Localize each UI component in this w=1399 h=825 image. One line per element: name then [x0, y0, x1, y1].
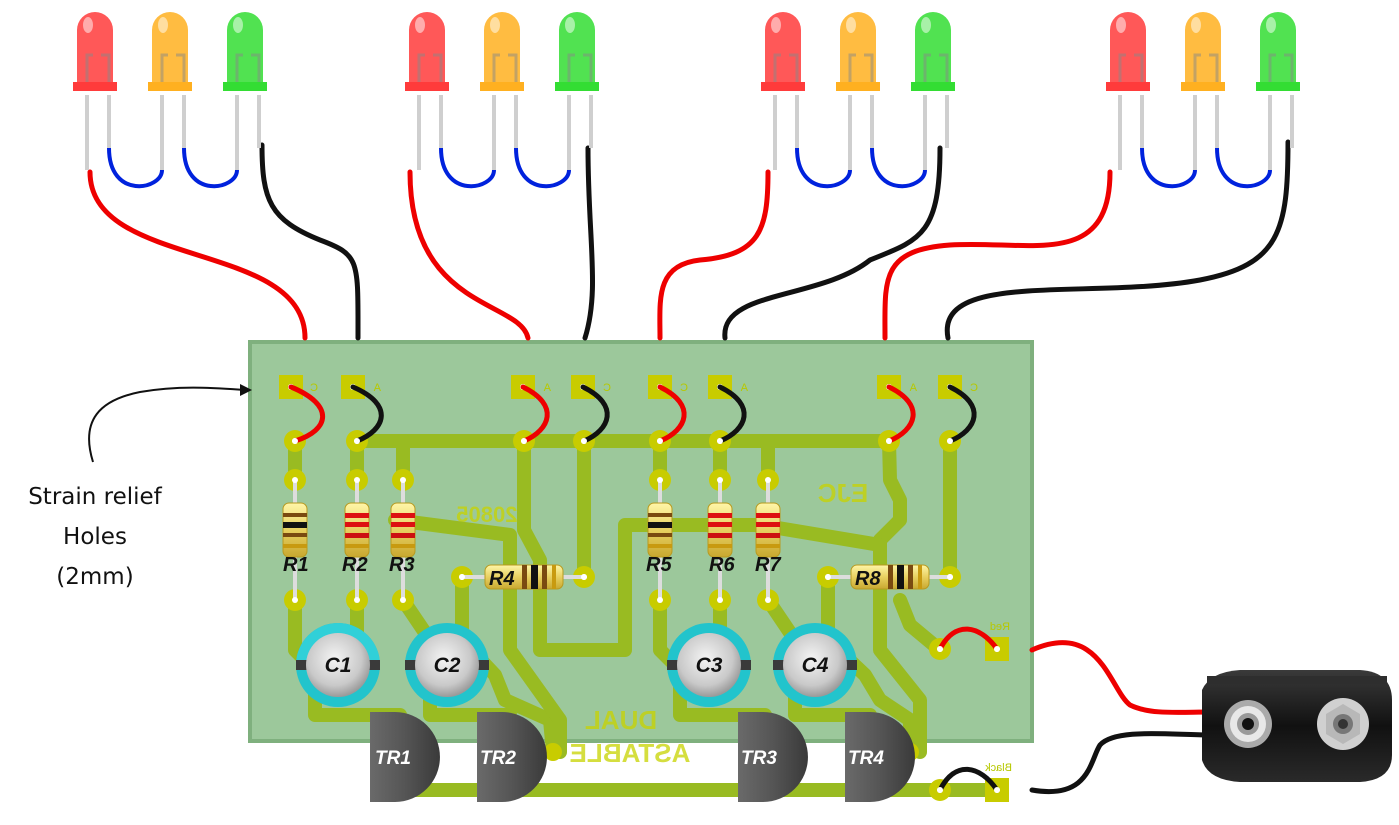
- blue-link-wire: [795, 147, 852, 189]
- green-led: [223, 12, 267, 170]
- amber-led: [1181, 12, 1225, 170]
- annotation-arrow: [88, 386, 246, 463]
- annotation-line-3: (2mm): [56, 564, 133, 590]
- blue-link-wire: [870, 147, 927, 189]
- capacitor-c4: C4: [773, 623, 857, 707]
- pad-letter-a: A: [909, 382, 917, 394]
- transistor-tr2: TR2: [477, 712, 547, 802]
- vertical-resistors: [282, 477, 781, 603]
- silkscreen-logo: EJC: [817, 478, 868, 508]
- annotation-line-1: Strain relief: [28, 484, 162, 510]
- red-led: [73, 12, 117, 170]
- blue-link-wire: [1215, 147, 1272, 189]
- red-led: [1106, 12, 1150, 170]
- label-tr4: TR4: [848, 748, 884, 769]
- board-wire-loops: [288, 384, 1000, 793]
- pcb-tracks: [288, 434, 1002, 797]
- annotation-line-2: Holes: [63, 524, 127, 550]
- horizontal-resistors: [459, 564, 953, 590]
- label-r7: R7: [755, 554, 781, 576]
- label-r3: R3: [389, 554, 415, 576]
- battery-wires: [1029, 640, 1213, 795]
- pad-letters: C A A C C A A C Red Black: [310, 382, 1012, 774]
- amber-led: [148, 12, 192, 170]
- pad-text-black: Black: [985, 762, 1012, 774]
- pad-letter-a: A: [543, 382, 551, 394]
- label-r2: R2: [342, 554, 368, 576]
- label-r4: R4: [489, 568, 515, 590]
- transistor-tr1: TR1: [370, 712, 440, 802]
- label-tr1: TR1: [375, 748, 411, 769]
- label-c1: C1: [325, 654, 352, 677]
- amber-led: [836, 12, 880, 170]
- label-c4: C4: [802, 654, 829, 677]
- label-r8: R8: [855, 568, 881, 590]
- label-c3: C3: [696, 654, 723, 677]
- capacitor-c3: C3: [667, 623, 751, 707]
- silkscreen-title-2: ASTABLE: [570, 738, 691, 768]
- label-tr3: TR3: [741, 748, 777, 769]
- red-led: [761, 12, 805, 170]
- pad-text-red: Red: [990, 621, 1010, 633]
- blue-link-wire: [439, 147, 496, 189]
- green-led: [911, 12, 955, 170]
- led-group-3: [761, 12, 955, 189]
- green-led: [555, 12, 599, 170]
- pad-letter-a: A: [740, 382, 748, 394]
- pad-letter-c: C: [310, 382, 318, 394]
- silkscreen-title-1: DUAL: [585, 705, 657, 735]
- pad-letter-c: C: [680, 382, 688, 394]
- transistor-tr3: TR3: [738, 712, 808, 802]
- battery-clip: [1202, 670, 1392, 782]
- led-group-1: [73, 12, 267, 189]
- pad-letter-a: A: [373, 382, 381, 394]
- pad-letter-c: C: [970, 382, 978, 394]
- red-led: [405, 12, 449, 170]
- led-group-4: [1106, 12, 1300, 189]
- capacitor-c2: C2: [405, 623, 489, 707]
- label-r1: R1: [283, 554, 309, 576]
- amber-led: [480, 12, 524, 170]
- blue-link-wire: [1140, 147, 1197, 189]
- label-r5: R5: [646, 554, 672, 576]
- led-group-2: [405, 12, 599, 189]
- blue-link-wire: [514, 147, 571, 189]
- strain-relief-annotation: Strain relief Holes (2mm): [28, 384, 252, 590]
- label-c2: C2: [434, 654, 461, 677]
- pad-letter-c: C: [603, 382, 611, 394]
- led-groups: [73, 12, 1300, 189]
- blue-link-wire: [182, 147, 239, 189]
- blue-link-wire: [107, 147, 164, 189]
- capacitor-c1: C1: [296, 623, 380, 707]
- resistor-labels: R1 R2 R3 R4 R5 R6 R7 R8: [283, 554, 881, 590]
- led-wires: [87, 139, 1291, 341]
- green-led: [1256, 12, 1300, 170]
- label-r6: R6: [709, 554, 735, 576]
- label-tr2: TR2: [480, 748, 516, 769]
- transistors: TR1 TR2 TR3 TR4: [370, 712, 915, 802]
- transistor-tr4: TR4: [845, 712, 915, 802]
- capacitors: C1 C2 C3 C4: [296, 623, 857, 707]
- arrow-head: [240, 384, 252, 396]
